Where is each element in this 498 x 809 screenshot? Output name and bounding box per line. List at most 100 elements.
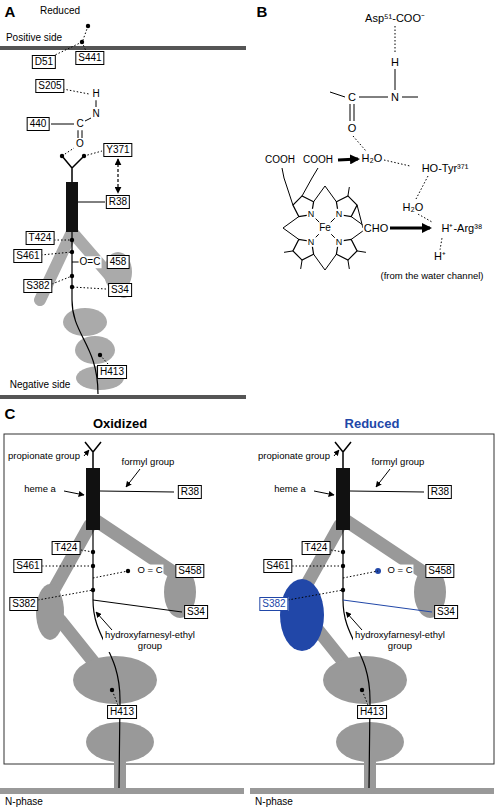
figure-label: N-phase (4, 796, 44, 808)
residue-box: R38 (178, 485, 202, 499)
proton-transfer-arrow (117, 159, 118, 193)
methyl-stub (348, 260, 349, 269)
residue-label: S34 (111, 284, 129, 295)
methyl-stub (357, 251, 366, 252)
hydrogen-bond (54, 240, 72, 241)
figure-label: (from the water channel) (380, 271, 485, 282)
residue-label: S382 (262, 598, 285, 609)
figure-label: COOH (264, 154, 296, 166)
bond-line (402, 97, 418, 98)
hydrogen-bond (292, 566, 343, 567)
hydrogen-bond (84, 151, 102, 156)
figure-label: H⁺-Arg³⁸ (440, 222, 483, 235)
residue-box: H413 (97, 365, 127, 379)
hydrogen-bond (343, 600, 432, 612)
hydrogen-bond (288, 590, 343, 600)
bond-line (330, 92, 345, 97)
bond-line (395, 69, 396, 90)
figure-label: hydroxyfarnesyl-ethyl group (353, 630, 447, 652)
residue-box: R38 (106, 195, 130, 209)
propionate-chain (302, 168, 318, 196)
pointer-arrow (376, 469, 390, 487)
figure-label: N (335, 237, 344, 247)
residue-box: S382 (259, 597, 288, 611)
residue-box: D51 (32, 55, 56, 69)
figure-label: Fe (318, 222, 332, 234)
hydrogen-bond (38, 590, 93, 600)
figure-label: O = C (136, 565, 163, 576)
residue-label: S441 (78, 52, 101, 63)
formyl-group (78, 202, 105, 203)
protein-lobe (63, 308, 107, 336)
pointer-arrow (346, 612, 362, 630)
protein-lobe (36, 584, 64, 640)
methyl-stub (301, 260, 302, 269)
hydrogen-bond (62, 148, 74, 156)
hydrogen-bond (93, 571, 128, 578)
figure-label: Negative side (9, 379, 72, 391)
protein-lobe (73, 656, 157, 704)
protein-lobe (75, 336, 115, 364)
figure-label: heme a (273, 484, 307, 495)
helix-band (95, 520, 182, 578)
hydroxyfarnesyl-chain (93, 530, 120, 788)
hydrogen-bond (52, 276, 72, 284)
residue-box: S34 (184, 605, 208, 619)
figure-label: A (4, 3, 17, 20)
helix-band (345, 520, 432, 578)
formyl-group (350, 491, 424, 492)
residue-label: H413 (110, 706, 134, 717)
methine-bridge (283, 217, 299, 228)
figure-label: formyl group (371, 457, 426, 468)
methine-bridge (314, 254, 325, 270)
hydrogen-bond (42, 566, 93, 567)
panel-frame (4, 434, 494, 764)
residue-label: H413 (100, 366, 124, 377)
hydrogen-bond (418, 214, 432, 222)
bond-line (354, 104, 355, 121)
residue-box: S458 (175, 564, 204, 578)
figure-label: formyl group (121, 457, 176, 468)
figure-label: hydroxyfarnesyl-ethyl group (103, 630, 197, 652)
figure-label: H₂O (361, 152, 384, 165)
bond-line (359, 97, 388, 98)
figure-label: H (390, 56, 400, 69)
residue-label: T424 (29, 232, 52, 243)
residue-label: S458 (178, 565, 201, 576)
residue-label: S461 (16, 250, 39, 261)
bond-line (78, 130, 79, 138)
figure-label: C (4, 405, 17, 422)
residue-label: 440 (30, 118, 47, 129)
residue-label: S205 (38, 80, 61, 91)
heme-a (86, 468, 100, 530)
hydrogen-bond (343, 571, 378, 578)
figure-label: Reduced (39, 5, 81, 17)
bond-line (350, 104, 351, 121)
residue-box: S461 (263, 559, 292, 573)
residue-label: 458 (110, 256, 127, 267)
figure-label: CHO (363, 222, 389, 235)
residue-box: T424 (26, 231, 55, 245)
residue-label: R38 (181, 486, 199, 497)
figure-label: COOH (302, 154, 334, 166)
residue-label: S382 (12, 598, 35, 609)
residue-box: S458 (425, 564, 454, 578)
figure-label: Reduced (344, 417, 401, 432)
protein-lobe (323, 656, 407, 704)
hydrogen-bond (100, 355, 108, 364)
residue-label: S34 (437, 606, 455, 617)
propionate-group (85, 442, 101, 468)
residue-label: R38 (431, 486, 449, 497)
residue-box: S441 (75, 51, 104, 65)
membrane-bar (0, 46, 246, 50)
residue-label: S461 (266, 560, 289, 571)
figure-label: heme a (23, 484, 57, 495)
residue-label: S382 (26, 280, 49, 291)
hydrogen-bond (112, 690, 118, 705)
figure-label: N (307, 209, 316, 219)
methine-bridge (325, 254, 336, 270)
hydrogen-bond (362, 690, 368, 705)
figure-label: N (91, 108, 100, 120)
residue-box: H413 (357, 705, 387, 719)
